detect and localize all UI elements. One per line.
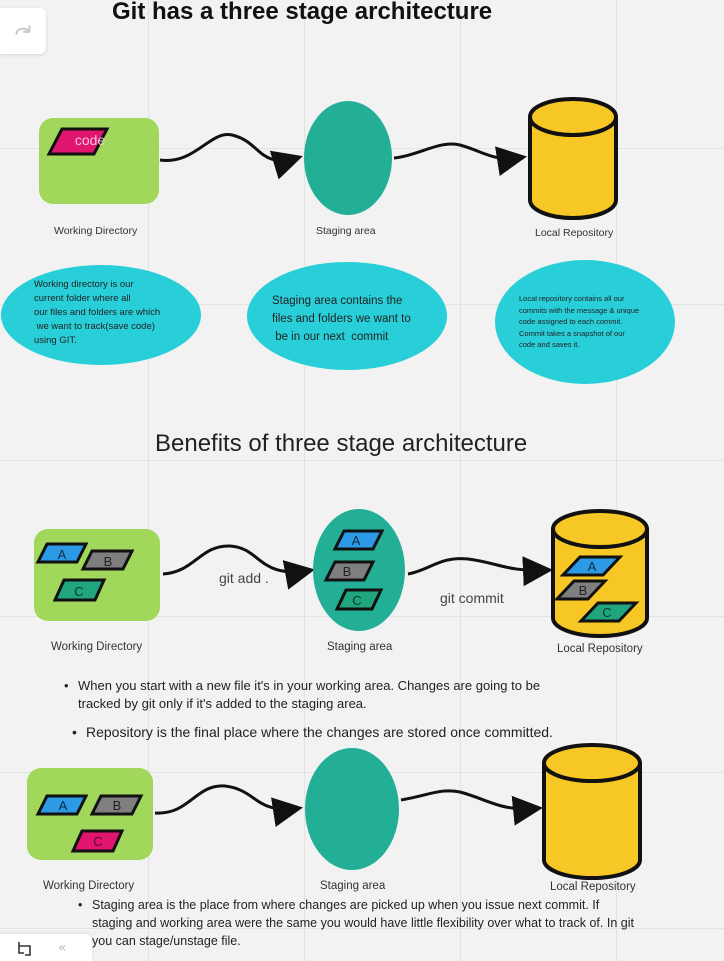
caption-working-directory: Working Directory xyxy=(54,225,138,237)
staged-file-c-letter: C xyxy=(352,593,361,608)
file-a-letter-3: A xyxy=(59,798,68,813)
staging-area-shape xyxy=(304,101,392,215)
committed-file-a-icon xyxy=(559,555,624,577)
working-description-bubble xyxy=(1,265,201,365)
bottom-toolbar: « xyxy=(0,934,92,961)
staging-description-line: Staging area contains the xyxy=(272,295,403,307)
caption-staging-area-3: Staging area xyxy=(320,880,386,892)
staging-area-shape-3 xyxy=(305,748,399,870)
staging-description-line: be in our next commit xyxy=(272,331,389,343)
file-c-icon xyxy=(52,578,107,602)
file-b-icon xyxy=(80,549,135,571)
bullet-staging-area: Staging area is the place from where cha… xyxy=(78,896,638,950)
committed-file-a-letter: A xyxy=(588,559,597,574)
section-title-benefits: Benefits of three stage architecture xyxy=(155,430,528,457)
bullet-list-1: When you start with a new file it's in y… xyxy=(64,677,584,713)
working-directory-box-3 xyxy=(27,768,153,860)
caption-working-directory-3: Working Directory xyxy=(43,880,135,892)
bullet-list-2: Repository is the final place where the … xyxy=(72,723,632,741)
file-a-icon-3 xyxy=(35,794,89,816)
collapse-icon[interactable]: « xyxy=(58,940,67,956)
staging-description-bubble xyxy=(247,262,447,370)
caption-local-repository-3: Local Repository xyxy=(550,881,636,893)
committed-file-c-icon xyxy=(577,601,640,623)
staged-file-a-letter: A xyxy=(352,533,361,548)
repository-description-line: Commit takes a snapshot of our xyxy=(519,328,625,338)
repository-description-line: Local repository contains all our xyxy=(519,294,625,303)
working-description-line: Working directory is our xyxy=(34,279,134,290)
repository-description-bubble xyxy=(495,260,675,384)
working-description: Working directory is our current folder … xyxy=(34,278,184,348)
arrow-staging-to-repo-1 xyxy=(393,142,527,176)
file-b-icon-3 xyxy=(89,794,144,816)
working-description-line: current folder where all xyxy=(34,293,131,304)
code-file-label: code xyxy=(75,132,106,148)
repository-description-line: code assigned to each commit. xyxy=(519,317,623,326)
file-a-icon xyxy=(35,542,89,564)
arrow-git-add xyxy=(162,544,315,590)
local-repository-cylinder-3 xyxy=(542,743,642,880)
arrow-working-to-staging-3 xyxy=(154,784,303,827)
repository-description-line: commits with the message & unique xyxy=(519,305,640,315)
caption-working-directory-2: Working Directory xyxy=(51,641,143,653)
repository-description-line: code and saves it. xyxy=(519,340,580,349)
code-file-icon xyxy=(46,127,110,156)
local-repository-cylinder xyxy=(528,97,618,220)
committed-file-c-letter: C xyxy=(602,605,611,620)
redo-icon xyxy=(15,25,31,35)
file-c-letter-3: C xyxy=(93,834,102,849)
file-c-letter: C xyxy=(74,584,83,599)
working-description-line: using GIT. xyxy=(34,335,77,346)
caption-staging-area: Staging area xyxy=(316,225,376,237)
frame-icon[interactable] xyxy=(16,940,34,958)
redo-button[interactable] xyxy=(0,8,46,54)
git-commit-command: git commit xyxy=(440,590,504,606)
file-b-letter-3: B xyxy=(113,798,122,813)
caption-staging-area-2: Staging area xyxy=(327,641,393,653)
arrow-staging-to-repo-3 xyxy=(400,789,543,826)
staging-description-line: files and folders we want to xyxy=(272,313,411,325)
staging-description: Staging area contains the files and fold… xyxy=(272,292,442,346)
bullet-repository: Repository is the final place where the … xyxy=(72,723,632,741)
staged-file-b-icon xyxy=(323,560,376,582)
caption-local-repository-2: Local Repository xyxy=(557,643,643,655)
staged-file-b-letter: B xyxy=(343,564,352,579)
working-description-line: we want to track(save code) xyxy=(34,321,155,332)
git-add-command: git add . xyxy=(219,570,269,586)
page-title: Git has a three stage architecture xyxy=(112,0,493,25)
file-a-letter: A xyxy=(58,547,67,562)
working-description-line: our files and folders are which xyxy=(34,307,161,318)
staged-file-c-icon xyxy=(334,588,384,611)
arrow-git-commit xyxy=(407,556,553,587)
staged-file-a-icon xyxy=(332,529,385,551)
committed-file-b-icon xyxy=(553,579,609,601)
file-b-letter: B xyxy=(104,554,113,569)
arrow-working-to-staging-1 xyxy=(159,133,303,180)
file-c-icon-3 xyxy=(70,829,125,853)
caption-local-repository: Local Repository xyxy=(535,227,614,239)
bullet-working-area: When you start with a new file it's in y… xyxy=(64,677,584,713)
committed-file-b-letter: B xyxy=(579,583,588,598)
repository-description: Local repository contains all our commit… xyxy=(519,293,664,351)
bullet-list-3: Staging area is the place from where cha… xyxy=(78,896,638,950)
